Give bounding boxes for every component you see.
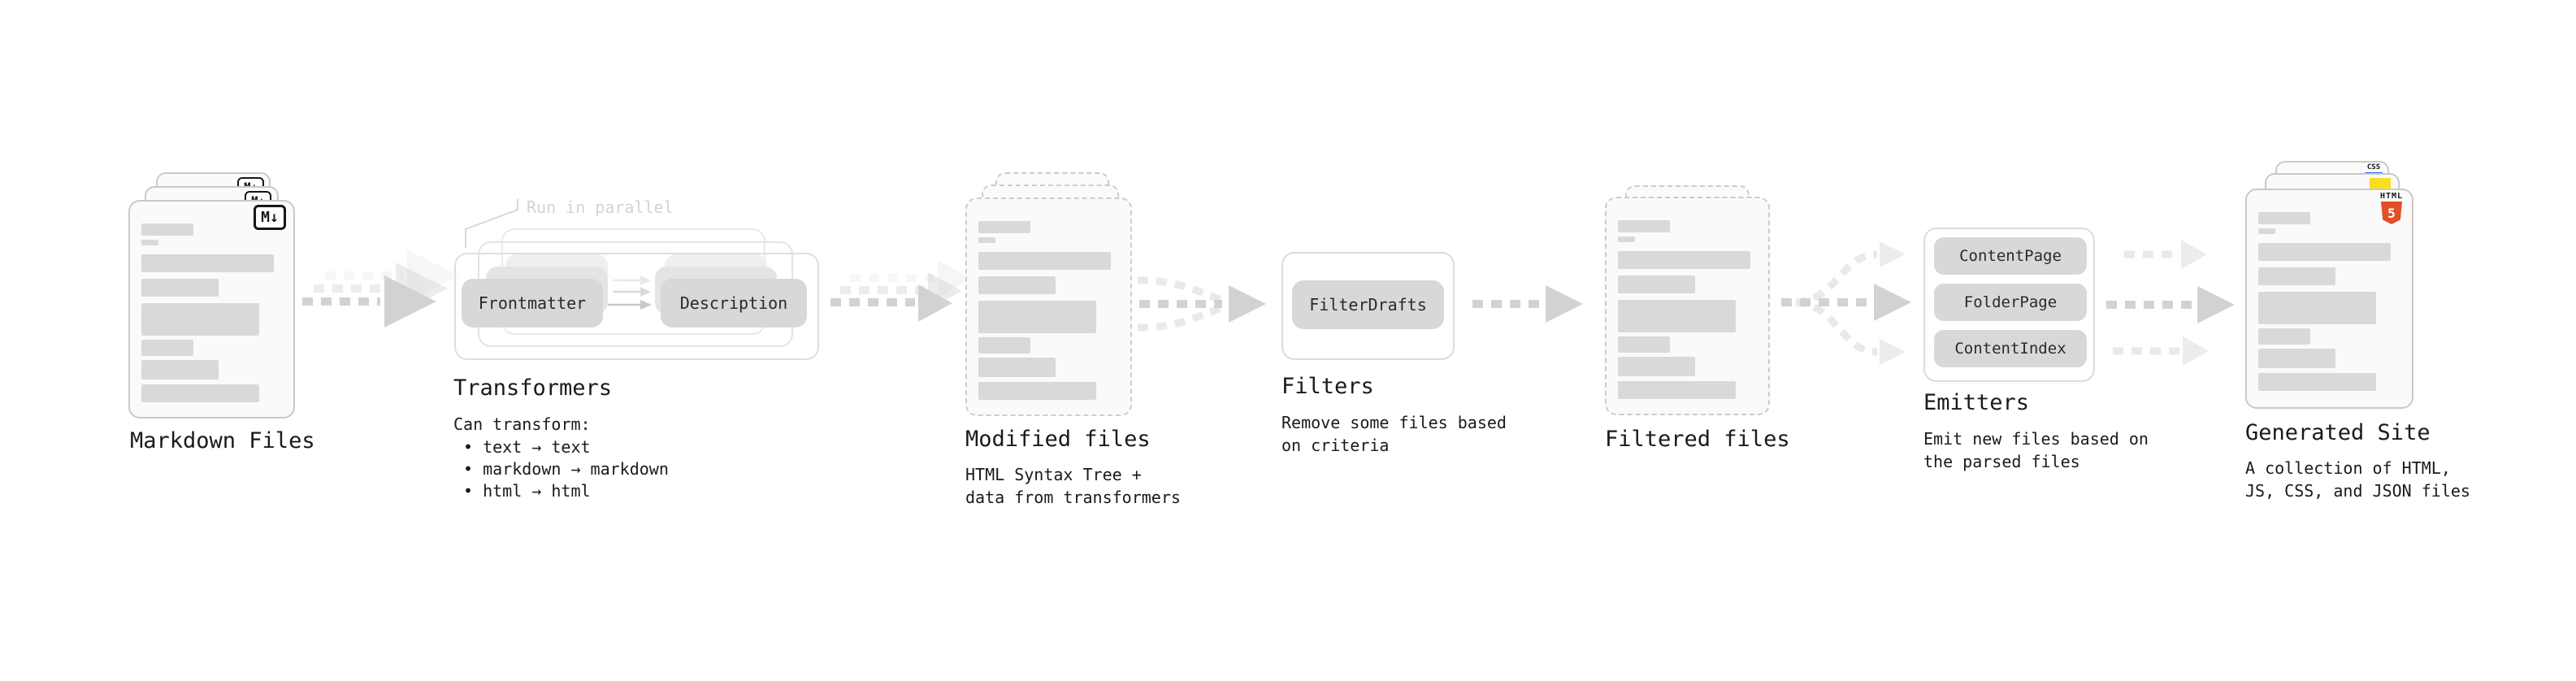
file-line-bar bbox=[1618, 336, 1670, 353]
css-badge-label: CSS bbox=[2366, 163, 2381, 171]
transformer-capability: • markdown → markdown bbox=[463, 459, 669, 479]
file-line-bar bbox=[141, 303, 259, 336]
file-line-bar bbox=[2258, 228, 2275, 234]
file-line-bar bbox=[978, 358, 1056, 377]
generated-site-label: Generated Site bbox=[2245, 420, 2431, 445]
folderpage-pill: FolderPage bbox=[1934, 284, 2087, 321]
file-line-bar bbox=[141, 223, 193, 236]
file-line-bar bbox=[141, 279, 219, 297]
file-line-bar bbox=[978, 301, 1096, 333]
arrow-folderpage-out bbox=[2106, 286, 2235, 323]
file-line-bar bbox=[978, 337, 1030, 354]
markdown-badge-icon: M↓ bbox=[254, 205, 286, 230]
file-line-bar bbox=[2258, 267, 2335, 285]
transformer-capability: • html → html bbox=[463, 481, 591, 501]
file-line-bar bbox=[978, 221, 1030, 233]
emitters-label: Emitters bbox=[1923, 390, 2030, 415]
file-line-bar bbox=[2258, 243, 2391, 261]
emitters-description: Emit new files based on the parsed files bbox=[1923, 429, 2149, 471]
file-line-bar bbox=[978, 252, 1111, 270]
file-line-bar bbox=[978, 237, 995, 243]
arrow-contentindex-out bbox=[2113, 336, 2209, 366]
frontmatter-pill: Frontmatter bbox=[462, 279, 603, 327]
filtered-files-label: Filtered files bbox=[1605, 427, 1790, 452]
file-line-bar bbox=[141, 240, 158, 245]
transformer-capability: • text → text bbox=[463, 437, 591, 457]
file-line-bar bbox=[141, 360, 219, 380]
file-line-bar bbox=[1618, 251, 1750, 269]
transformers-box-front bbox=[454, 253, 819, 360]
arrow-contentpage-out bbox=[2124, 240, 2207, 269]
contentindex-pill: ContentIndex bbox=[1934, 330, 2087, 367]
arrow-markdown-to-transformers bbox=[302, 249, 459, 327]
transformers-desc-title: Can transform: bbox=[453, 414, 591, 434]
file-line-bar bbox=[141, 340, 193, 356]
file-line-bar bbox=[1618, 381, 1736, 399]
file-line-bar bbox=[2258, 212, 2310, 224]
file-line-bar bbox=[978, 382, 1096, 400]
html5-shield: 5 bbox=[2381, 202, 2402, 224]
file-line-bar bbox=[2258, 292, 2376, 324]
markdown-files-label: Markdown Files bbox=[130, 428, 315, 453]
transformers-label: Transformers bbox=[453, 375, 613, 401]
file-line-bar bbox=[978, 276, 1056, 294]
arrow-filters-to-filtered bbox=[1472, 285, 1583, 323]
run-in-parallel-annotation: Run in parallel bbox=[527, 197, 674, 217]
arrows-emitters-to-generated bbox=[2106, 240, 2235, 366]
transformer-pill-arrows bbox=[608, 275, 652, 310]
file-line-bar bbox=[141, 384, 259, 402]
file-line-bar bbox=[1618, 357, 1695, 376]
description-pill: Description bbox=[661, 279, 807, 327]
file-line-bar bbox=[141, 254, 274, 272]
html5-badge-icon: HTML 5 bbox=[2379, 192, 2404, 224]
file-line-bar bbox=[1618, 220, 1670, 232]
filters-description: Remove some files based on criteria bbox=[1281, 413, 1507, 455]
transformers-bullet-list: • text → text • markdown → markdown • ht… bbox=[463, 436, 669, 502]
html5-word: HTML bbox=[2379, 192, 2404, 201]
file-content-lines bbox=[141, 223, 274, 402]
contentpage-pill: ContentPage bbox=[1934, 237, 2087, 275]
arrow-filtered-to-emitters bbox=[1781, 241, 1911, 365]
file-line-bar bbox=[1618, 300, 1736, 332]
arrow-modified-to-filters bbox=[1137, 276, 1266, 332]
generated-site-description: A collection of HTML, JS, CSS, and JSON … bbox=[2245, 458, 2470, 501]
file-content-lines bbox=[1618, 220, 1750, 399]
filters-label: Filters bbox=[1281, 374, 1374, 399]
file-content-lines bbox=[978, 221, 1111, 400]
js-badge-icon bbox=[2370, 178, 2391, 189]
arrow-transformers-to-modified bbox=[830, 260, 972, 322]
filterdrafts-pill: FilterDrafts bbox=[1292, 280, 1444, 329]
modified-files-description: HTML Syntax Tree + data from transformer… bbox=[965, 465, 1181, 507]
run-in-parallel-callout-line bbox=[465, 199, 518, 248]
file-line-bar bbox=[2258, 328, 2310, 345]
file-line-bar bbox=[2258, 349, 2335, 368]
file-line-bar bbox=[1618, 275, 1695, 293]
file-line-bar bbox=[2258, 373, 2376, 391]
file-line-bar bbox=[1618, 236, 1635, 242]
modified-files-label: Modified files bbox=[965, 427, 1151, 452]
file-content-lines bbox=[2258, 212, 2391, 391]
